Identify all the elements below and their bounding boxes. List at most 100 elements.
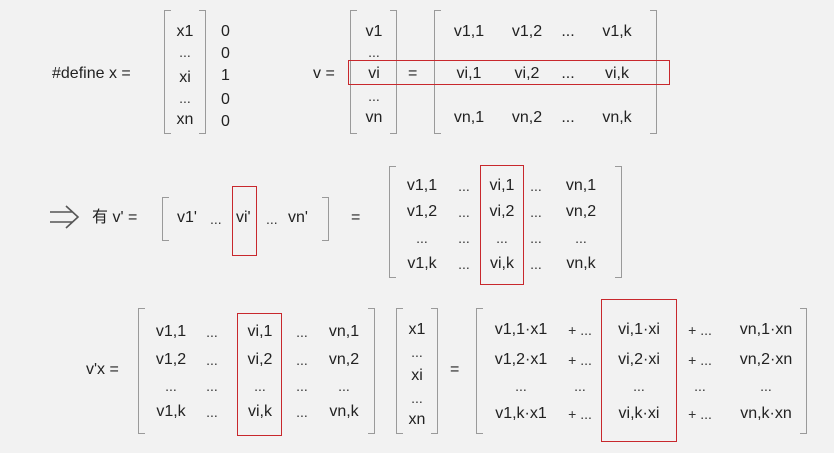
px-entry: x1 <box>408 321 426 338</box>
result-matrix-cell: vn,k·xn <box>740 405 792 422</box>
vtmat-bracket-left <box>389 166 396 278</box>
product-matrix-cell: ... <box>206 324 218 340</box>
result-matrix-cell: v1,k·x1 <box>495 405 547 422</box>
x-entry: ... <box>179 90 191 106</box>
vmat-cell: ... <box>561 23 575 40</box>
product-matrix-cell: ... <box>254 378 266 394</box>
vmat-cell: ... <box>561 109 575 126</box>
v-equals: = <box>408 65 418 82</box>
product-matrix-cell: vi,2 <box>247 351 273 368</box>
v-entry: vn <box>365 109 383 126</box>
vi-prime-highlight <box>232 186 257 256</box>
product-matrix-cell: ... <box>206 378 218 394</box>
product-matrix-cell: ... <box>206 404 218 420</box>
vt-matrix-cell: ... <box>458 204 470 220</box>
product-matrix-cell: vn,k <box>329 403 359 420</box>
pm-bracket-right <box>368 308 375 434</box>
vt-matrix-cell: v1,k <box>407 255 437 272</box>
vt-matrix-cell: vn,k <box>566 255 596 272</box>
result-matrix-cell: ... <box>694 378 706 394</box>
result-matrix-cell: ... <box>574 378 586 394</box>
vmat-cell: vn,1 <box>453 109 485 126</box>
x-entry: x1 <box>176 23 194 40</box>
define-label: #define x = <box>52 65 131 82</box>
vt-entry: v1' <box>177 209 197 226</box>
x-entry: xn <box>176 111 194 128</box>
vmat-cell: ... <box>561 65 575 82</box>
v-entry: ... <box>368 88 380 104</box>
product-matrix-cell: ... <box>165 378 177 394</box>
product-matrix-cell: ... <box>296 324 308 340</box>
result-matrix-cell: v1,1·x1 <box>494 321 548 338</box>
product-equals: = <box>450 361 460 378</box>
px-bracket-right <box>431 308 438 434</box>
vt-matrix-cell: ... <box>530 256 542 272</box>
vt-matrix-cell: v1,1 <box>406 177 438 194</box>
result-matrix-cell: + ... <box>688 406 712 422</box>
vmat-cell: vi,2 <box>514 65 540 82</box>
vmat-cell: v1,1 <box>453 23 485 40</box>
vt-bracket-left <box>162 197 169 241</box>
product-matrix-cell: v1,2 <box>155 351 187 368</box>
bit-value: 0 <box>221 45 230 62</box>
product-matrix-cell: ... <box>296 352 308 368</box>
x-bracket-left <box>164 10 171 134</box>
implies-arrow-icon <box>50 205 80 229</box>
vmat-cell: v1,2 <box>511 23 543 40</box>
x-bracket-right <box>199 10 206 134</box>
bit-value: 0 <box>221 23 230 40</box>
vt-matrix-cell: ... <box>458 178 470 194</box>
vt-matrix-cell: vi,k <box>490 255 514 272</box>
product-matrix-cell: ... <box>206 352 218 368</box>
vmat-bracket-right <box>650 10 657 134</box>
product-matrix-cell: vn,2 <box>328 351 360 368</box>
result-matrix-cell: vi,2·xi <box>618 351 660 368</box>
v-label: v = <box>313 65 335 82</box>
vt-equals: = <box>351 209 361 226</box>
result-matrix-cell: + ... <box>688 352 712 368</box>
vt-entry: ... <box>210 211 222 227</box>
transpose-lead: 有 v' = <box>92 209 138 226</box>
v-bracket-right <box>390 10 397 134</box>
product-matrix-cell: v1,k <box>156 403 186 420</box>
vt-matrix-cell: ... <box>530 230 542 246</box>
result-matrix-cell: + ... <box>568 322 592 338</box>
product-label: v'x = <box>86 361 119 378</box>
v-entry: v1 <box>365 23 383 40</box>
v-entry: ... <box>368 44 380 60</box>
product-matrix-cell: ... <box>296 404 308 420</box>
bit-value: 0 <box>221 113 230 130</box>
v-bracket-left <box>350 10 357 134</box>
result-matrix-cell: vi,1·xi <box>618 321 660 338</box>
vt-matrix-cell: vn,2 <box>565 203 597 220</box>
vmat-cell: vn,2 <box>511 109 543 126</box>
vi-row-highlight <box>348 60 670 85</box>
product-matrix-cell: vn,1 <box>328 323 360 340</box>
result-matrix-cell: ... <box>633 378 645 394</box>
vt-matrix-cell: ... <box>530 178 542 194</box>
x-entry: ... <box>179 44 191 60</box>
px-entry: ... <box>411 344 423 360</box>
bit-value: 1 <box>221 67 230 84</box>
px-bracket-left <box>396 308 403 434</box>
product-matrix-cell: ... <box>338 378 350 394</box>
result-matrix-cell: + ... <box>568 406 592 422</box>
vt-matrix-cell: ... <box>496 230 508 246</box>
result-matrix-cell: v1,2·x1 <box>494 351 548 368</box>
vt-matrix-cell: ... <box>416 230 428 246</box>
vt-matrix-cell: ... <box>575 230 587 246</box>
vt-matrix-cell: v1,2 <box>406 203 438 220</box>
vmat-cell: vi,k <box>605 65 629 82</box>
px-entry: xn <box>408 411 426 428</box>
pm-vi-column-highlight <box>237 313 282 436</box>
result-matrix-cell: + ... <box>568 352 592 368</box>
result-matrix-cell: vi,k·xi <box>618 405 660 422</box>
x-entry: xi <box>179 69 191 86</box>
vt-matrix-cell: vi,1 <box>489 177 515 194</box>
vt-matrix-cell: ... <box>530 204 542 220</box>
vmat-cell: vn,k <box>602 109 632 126</box>
vt-bracket-right <box>322 197 329 241</box>
vt-matrix-cell: vn,1 <box>565 177 597 194</box>
result-matrix-cell: ... <box>515 378 527 394</box>
